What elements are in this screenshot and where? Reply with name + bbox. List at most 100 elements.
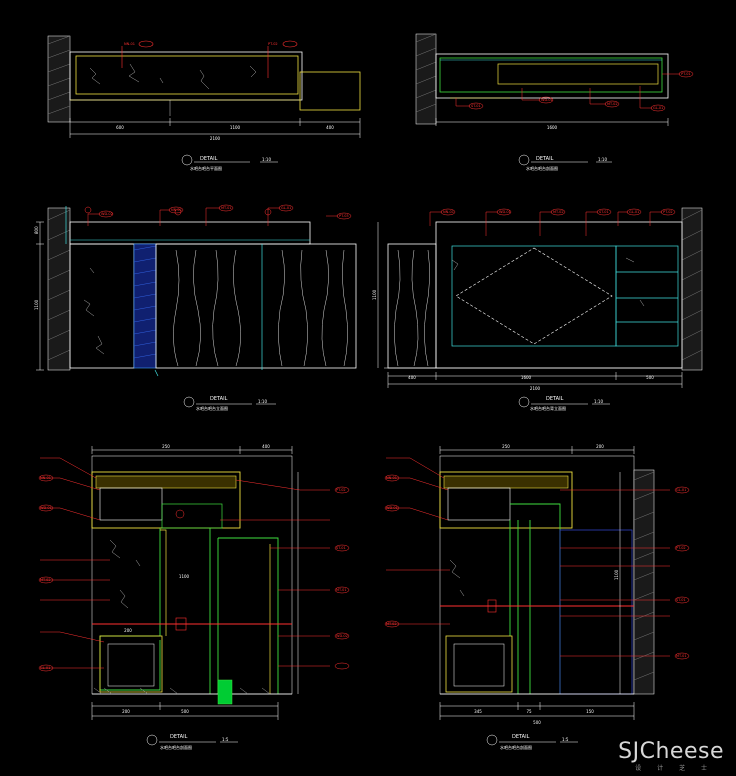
dimension-value: 1100: [179, 574, 190, 579]
dimension-line: [377, 222, 683, 388]
watermark-subtitle: 设 计 芝 士: [635, 765, 714, 772]
dimension-line: [36, 221, 44, 371]
material-callout: PT-02: [336, 488, 346, 492]
detail-heading: DETAIL: [170, 734, 188, 740]
detail-heading: DETAIL: [512, 734, 530, 740]
dimension-line: [435, 118, 669, 126]
panel-section-top-right: ST-01 WD-01 MT-02 GL-01 PT-01 1600 DETAI…: [415, 33, 694, 171]
callout-leader: [84, 204, 352, 226]
dimension-value: 500: [646, 375, 654, 380]
material-callout: MT-01: [676, 654, 687, 658]
dimension-value: 345: [474, 709, 482, 714]
base-cabinet: [445, 635, 513, 693]
detail-scale: 1:10: [598, 157, 607, 162]
counter-stone-top: [75, 55, 299, 95]
material-callout: GL-01: [281, 206, 291, 210]
callout-leader: [455, 70, 694, 112]
detail-heading: DETAIL: [200, 156, 218, 162]
wall-hatch: [47, 35, 71, 123]
material-callout: MT-02: [607, 102, 618, 106]
detail-caption: 水吧台吧台背立面图: [530, 405, 566, 411]
detail-title-block: DETAIL 水吧台吧台剖面图 1:5: [486, 734, 578, 750]
panel-section-bottom-left: 250 400 200 1100 200 500 NN-01 WD-01 MT-…: [38, 444, 350, 750]
detail-scale: 1:5: [222, 737, 229, 742]
material-callout: NN-01: [124, 42, 135, 46]
material-callout: GL-01: [653, 106, 663, 110]
material-callout: WD-01: [499, 210, 511, 214]
callout-leader: [121, 40, 298, 78]
panel-section-bottom-right: 250 200 1100 345 75 150 500 NN-01 WD-01 …: [384, 444, 690, 750]
watermark-logo: SJCheese: [618, 739, 724, 764]
shelf-unit: [615, 245, 679, 347]
dimension-value: 200: [124, 628, 132, 633]
dimension-value: 1100: [34, 299, 39, 310]
detail-scale: 1:10: [262, 157, 271, 162]
detail-caption: 水吧台吧台剖面图: [160, 744, 192, 750]
dimension-value: 250: [502, 444, 510, 449]
material-callout: NN-01: [386, 476, 397, 480]
counter-top-profile: [439, 471, 573, 529]
material-callout: PT-02: [663, 210, 673, 214]
panel-back-elevation-middle-right: 400 1600 500 2100 1100 NN-01 WD-01 MT-02…: [372, 207, 703, 411]
detail-title-block: DETAIL 水吧台吧台剖面图 1:5: [146, 734, 238, 750]
dimension-value: 1100: [230, 125, 241, 130]
detail-title-block: DETAIL 水吧台吧台立面图 1:10: [183, 396, 276, 411]
dimension-line: [69, 118, 361, 138]
detail-caption: 水吧台吧台立面图: [196, 405, 228, 411]
material-callout: WD-01: [40, 506, 52, 510]
dimension-value: 75: [526, 709, 532, 714]
section-profile: [509, 503, 561, 694]
material-callout: MT-02: [40, 578, 51, 582]
glass-panel: [133, 243, 157, 369]
dimension-value: 1600: [521, 375, 532, 380]
detail-title-block: DETAIL 水吧台吧台平面图 1:10: [181, 154, 278, 171]
dimension-line: [439, 446, 635, 720]
panel-elevation-middle-left: 800 1100 WD-02 NN-01 MT-01 GL-01 PT-03 D…: [34, 204, 357, 411]
wood-panel: [155, 243, 357, 369]
dimension-value: 1100: [614, 569, 619, 580]
material-callout: ST-01: [599, 210, 609, 214]
detail-scale: 1:10: [594, 399, 603, 404]
material-callout: NN-01: [443, 210, 454, 214]
detail-heading: DETAIL: [536, 156, 554, 162]
dimension-value: 1600: [547, 125, 558, 130]
material-callout: PT-02: [268, 42, 278, 46]
detail-scale: 1:10: [258, 399, 267, 404]
base-cabinet: [99, 635, 163, 693]
dimension-value: 1100: [372, 289, 377, 300]
dimension-value: 150: [586, 709, 594, 714]
wall-hatch: [633, 469, 655, 695]
material-callout: ST-01: [336, 546, 346, 550]
material-callout: GL-01: [676, 488, 686, 492]
callout-leader: [38, 457, 350, 672]
dimension-value: 400: [326, 125, 334, 130]
detail-title-block: DETAIL 水吧台吧台背立面图 1:10: [518, 396, 610, 411]
detail-heading: DETAIL: [210, 396, 228, 402]
material-callout: WD-02: [101, 212, 113, 216]
material-callout: ST-01: [676, 598, 686, 602]
material-callout: WD-01: [541, 98, 553, 102]
dimension-value: 200: [122, 709, 130, 714]
material-callout: MT-01: [336, 588, 347, 592]
wall-hatch: [681, 207, 703, 371]
counter-extension: [299, 71, 361, 111]
callout-leader: [429, 208, 676, 236]
material-callout: NN-01: [40, 476, 51, 480]
callout-leader: [384, 457, 690, 660]
panel-plan-top-left: 600 1100 400 2100 NN-01 PT-02 DETAIL 水吧台…: [47, 35, 361, 171]
wall-hatch: [415, 33, 437, 125]
wall-hatch: [47, 207, 71, 371]
dimension-value: 500: [181, 709, 189, 714]
detail-caption: 水吧台吧台剖面图: [500, 744, 532, 750]
diamond-inlay: [455, 247, 613, 345]
detail-scale: 1:5: [562, 737, 569, 742]
dimension-value: 2100: [530, 386, 541, 391]
dimension-value: 2100: [210, 136, 221, 141]
detail-heading: DETAIL: [546, 396, 564, 402]
dimension-value: 200: [596, 444, 604, 449]
material-callout: MT-02: [386, 622, 397, 626]
material-callout: WD-02: [336, 634, 348, 638]
detail-title-block: DETAIL 水吧台吧台剖面图 1:10: [518, 154, 612, 171]
material-callout: MT-02: [553, 210, 564, 214]
